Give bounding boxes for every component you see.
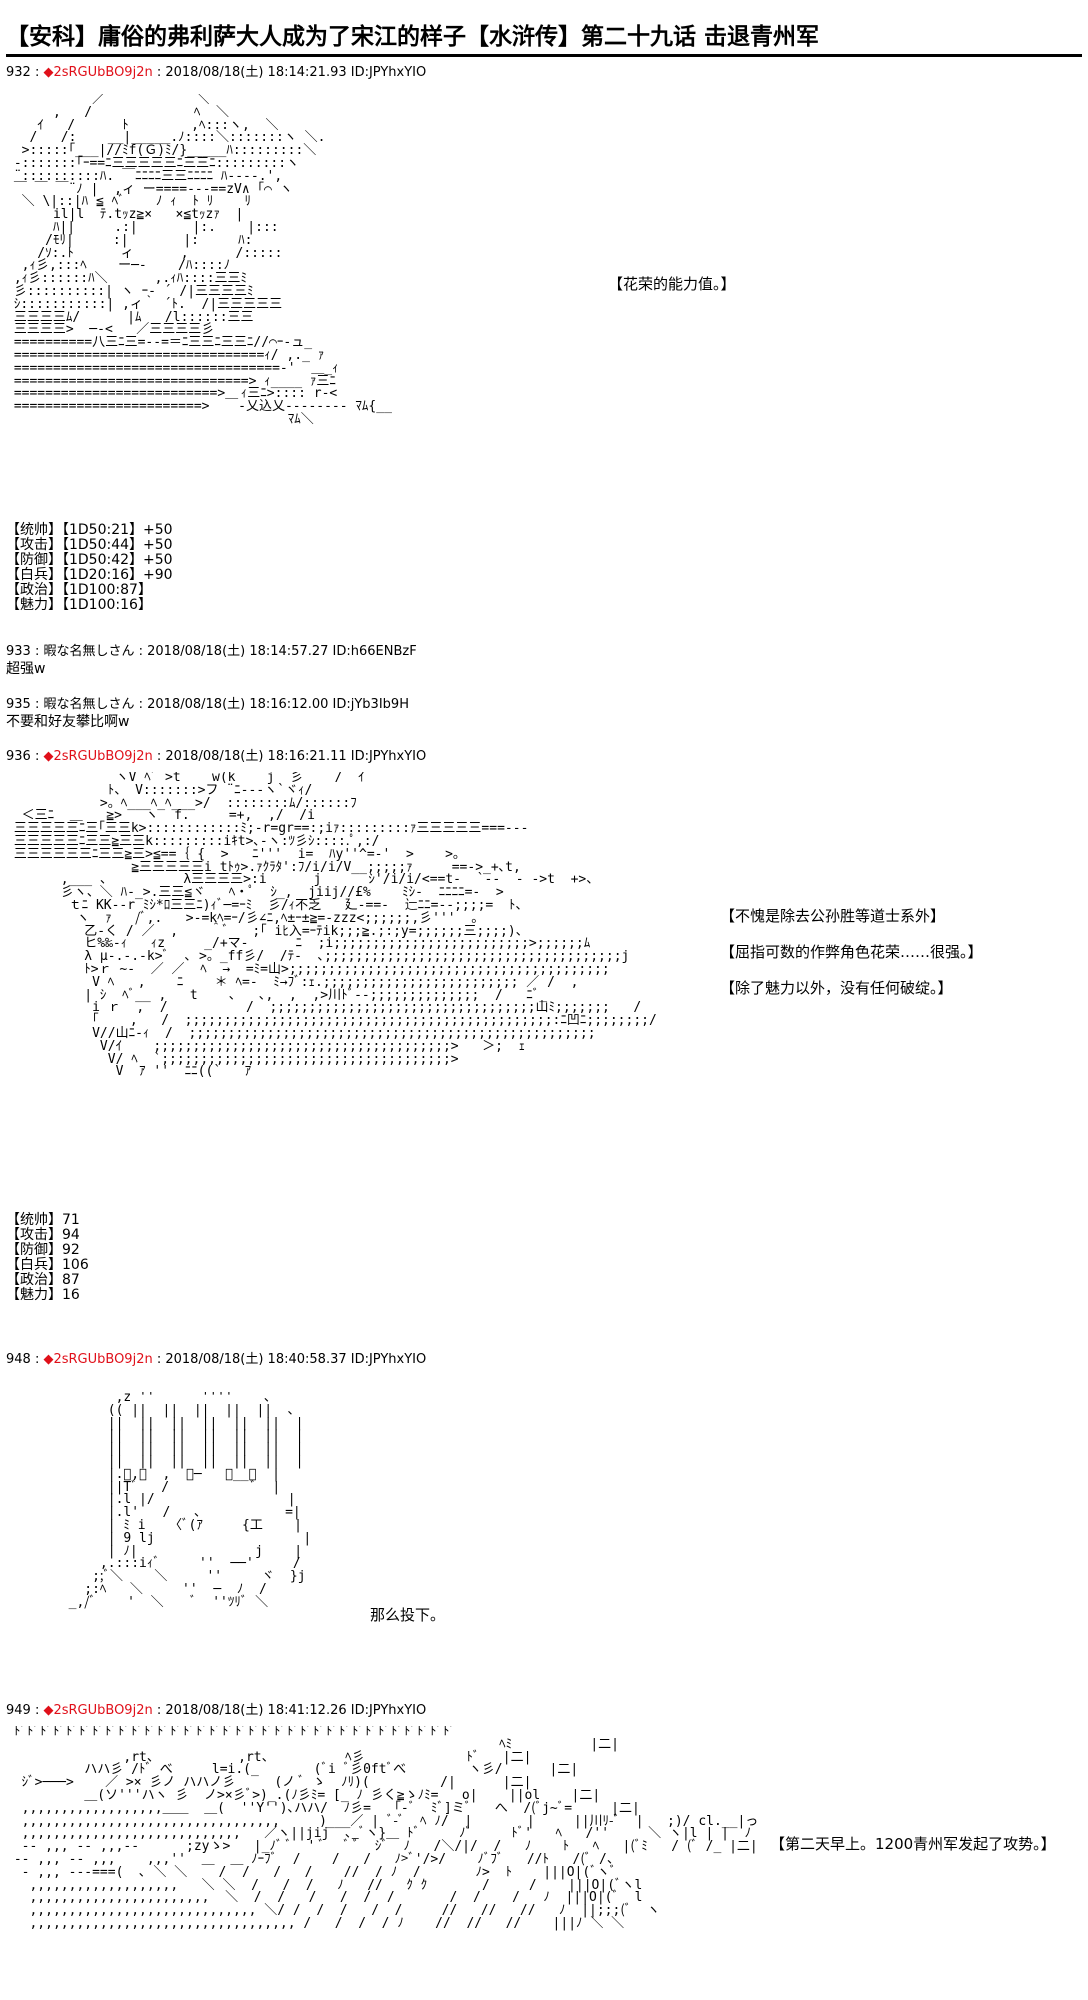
- ascii-art-general: ,z ''￣￣￣ '''' ､ (( || || || || || ､ || |…: [68, 1392, 312, 1610]
- post-author[interactable]: ◆2sRGUbBO9j2n: [43, 749, 153, 764]
- post-date: : 2018/08/18(土) 18:40:58.37 ID:JPYhxYIO: [156, 1352, 427, 1367]
- ascii-art-army-attack: ﾄﾞﾄﾞﾄﾞﾄﾞﾄﾞﾄﾞﾄﾞﾄﾞﾄﾞﾄﾞﾄﾞﾄﾞﾄﾞﾄﾞﾄﾞﾄﾞﾄﾞﾄﾞﾄﾞﾄﾞ…: [13, 1726, 759, 1931]
- page-title: 【安科】庸俗的弗利萨大人成为了宋江的样子【水浒传】第二十九话 击退青州军: [6, 22, 1082, 57]
- narration-note: 那么投下。: [370, 1606, 446, 1624]
- stat-defense: 【防御】【1D50:42】+50: [6, 552, 173, 568]
- narration-note: 【除了魅力以外，没有任何破绽。】: [720, 979, 953, 997]
- post-header: 948 : ◆2sRGUbBO9j2n : 2018/08/18(土) 18:4…: [6, 1351, 426, 1369]
- post-date: : 2018/08/18(土) 18:41:12.26 ID:JPYhxYIO: [156, 1703, 427, 1718]
- post-date: : 2018/08/18(土) 18:14:21.93 ID:JPYhxYIO: [156, 65, 427, 80]
- stat-charm: 【魅力】16: [6, 1287, 80, 1303]
- stat-politics: 【政治】【1D100:87】: [6, 582, 152, 598]
- post-author[interactable]: ◆2sRGUbBO9j2n: [43, 1703, 153, 1718]
- post-number: 935 :: [6, 697, 40, 712]
- post-date: : 2018/08/18(土) 18:14:57.27 ID:h66ENBzF: [138, 644, 417, 659]
- stat-melee: 【白兵】【1D20:16】+90: [6, 567, 173, 583]
- post-author[interactable]: ◆2sRGUbBO9j2n: [43, 65, 153, 80]
- stat-list: 【统帅】71 【攻击】94 【防御】92 【白兵】106 【政治】87 【魅力】…: [6, 1213, 89, 1303]
- ascii-art-archer: ヽV ﾍﾞ >t w(k j 彡 / ｲ ﾄ、 V:::::::>フ ¨ﾆ-‐-…: [13, 772, 657, 1080]
- post-header: 949 : ◆2sRGUbBO9j2n : 2018/08/18(土) 18:4…: [6, 1702, 426, 1720]
- narration-note: 【第二天早上。1200青州军发起了攻势。】: [770, 1835, 1056, 1853]
- post-number: 948 :: [6, 1352, 40, 1367]
- post-header: 936 : ◆2sRGUbBO9j2n : 2018/08/18(土) 18:1…: [6, 748, 426, 766]
- post-body: 超强w: [6, 661, 46, 677]
- post-number: 949 :: [6, 1703, 40, 1718]
- post-body: 不要和好友攀比啊w: [6, 714, 130, 730]
- stat-charm: 【魅力】【1D100:16】: [6, 597, 152, 613]
- narration-note: 【花荣的能力值。】: [608, 275, 736, 293]
- post-date: : 2018/08/18(土) 18:16:12.00 ID:jYb3Ib9H: [138, 697, 409, 712]
- stat-attack: 【攻击】94: [6, 1227, 80, 1243]
- post-author[interactable]: ◆2sRGUbBO9j2n: [43, 1352, 153, 1367]
- ascii-art-hua-rong: ／ ￣ ＼ , / ﾍ ＼ ｲ / ﾄ ,ﾍ:::ヽ, ＼ / /: __|__…: [13, 94, 392, 427]
- stat-attack: 【攻击】【1D50:44】+50: [6, 537, 173, 553]
- post-author[interactable]: 暇な名無しさん: [43, 644, 135, 659]
- stat-defense: 【防御】92: [6, 1242, 80, 1258]
- post-header: 935 : 暇な名無しさん : 2018/08/18(土) 18:16:12.0…: [6, 696, 409, 714]
- narration-note: 【屈指可数的作弊角色花荣……很强。】: [720, 943, 983, 961]
- post-header: 933 : 暇な名無しさん : 2018/08/18(土) 18:14:57.2…: [6, 643, 417, 661]
- post-header: 932 : ◆2sRGUbBO9j2n : 2018/08/18(土) 18:1…: [6, 64, 426, 82]
- post-number: 936 :: [6, 749, 40, 764]
- stat-command: 【统帅】【1D50:21】+50: [6, 522, 173, 538]
- stat-list: 【统帅】【1D50:21】+50 【攻击】【1D50:44】+50 【防御】【1…: [6, 523, 173, 613]
- stat-politics: 【政治】87: [6, 1272, 80, 1288]
- post-number: 932 :: [6, 65, 40, 80]
- post-date: : 2018/08/18(土) 18:16:21.11 ID:JPYhxYIO: [156, 749, 427, 764]
- post-author[interactable]: 暇な名無しさん: [43, 697, 135, 712]
- post-number: 933 :: [6, 644, 40, 659]
- stat-command: 【统帅】71: [6, 1212, 80, 1228]
- narration-note: 【不愧是除去公孙胜等道士系外】: [720, 907, 946, 925]
- stat-melee: 【白兵】106: [6, 1257, 89, 1273]
